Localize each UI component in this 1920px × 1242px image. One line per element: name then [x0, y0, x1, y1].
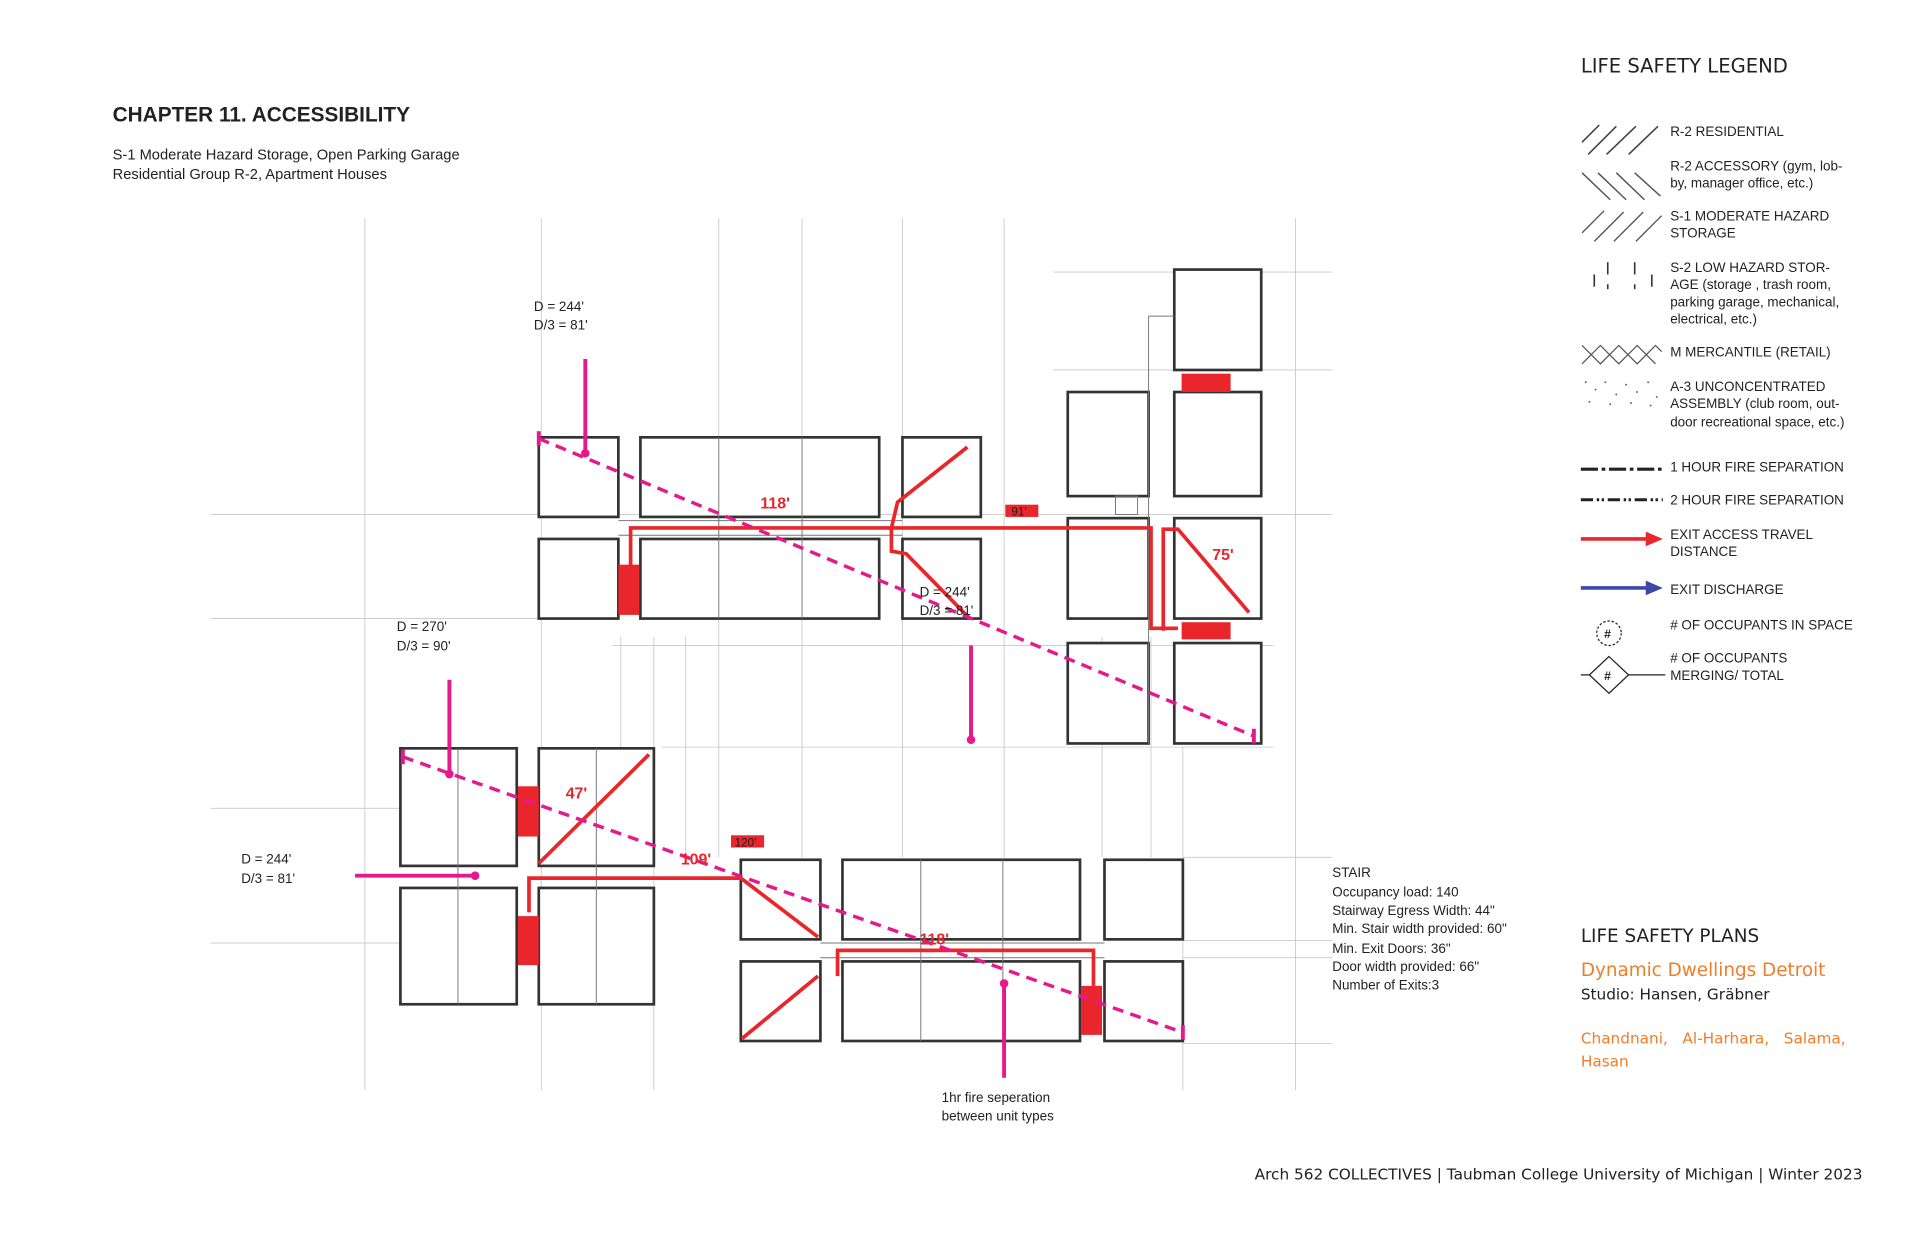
travel-label-118-top: 118' [760, 495, 789, 512]
svg-text:D/3 = 81': D/3 = 81' [241, 871, 295, 886]
page-title: CHAPTER 11. ACCESSIBILITY [113, 103, 410, 126]
authors-line-2: Hasan [1581, 1053, 1629, 1071]
svg-text:#: # [1604, 669, 1611, 683]
svg-text:D/3 = 90': D/3 = 90' [397, 638, 451, 653]
travel-label-109: 109' [681, 852, 711, 869]
svg-text:D = 270': D = 270' [397, 619, 447, 634]
subtitle-line-1: S-1 Moderate Hazard Storage, Open Parkin… [113, 147, 460, 163]
legend-item-occupants: # OF OCCUPANTS IN SPACE [1670, 618, 1853, 633]
legend-item-a3: A-3 UNCONCENTRATED [1670, 379, 1826, 394]
r2-accessory-hatch-icon [1581, 172, 1661, 201]
legend-item-1hr: 1 HOUR FIRE SEPARATION [1670, 460, 1844, 475]
svg-text:Number of Exits:3: Number of Exits:3 [1332, 978, 1439, 993]
exit-access-arrow-icon [1580, 531, 1663, 547]
building-rooms [399, 268, 1263, 1043]
svg-text:#: # [1604, 627, 1611, 641]
svg-text:DISTANCE: DISTANCE [1670, 544, 1737, 559]
stairs [517, 373, 1231, 1035]
travel-label-118-bottom: 118' [920, 931, 949, 948]
svg-text:ASSEMBLY (club room, out-: ASSEMBLY (club room, out- [1670, 396, 1839, 411]
svg-text:Door width provided: 66": Door width provided: 66" [1332, 959, 1479, 974]
tag-91: 91' [1011, 506, 1026, 519]
svg-text:door recreational space, etc.): door recreational space, etc.) [1670, 414, 1844, 429]
svg-text:D = 244': D = 244' [241, 851, 291, 866]
svg-text:STAIR: STAIR [1332, 865, 1371, 880]
svg-text:MERGING/ TOTAL: MERGING/ TOTAL [1670, 668, 1784, 683]
legend-item-exit-access: EXIT ACCESS TRAVEL [1670, 527, 1813, 542]
footer: Arch 562 COLLECTIVES | Taubman College U… [1255, 1165, 1863, 1183]
svg-text:D = 244': D = 244' [920, 585, 970, 600]
floor-plan: 118' 75' 47' 109' 118' 91' 120' D = 244'… [210, 218, 1333, 1124]
authors-line-1: Chandnani, Al-Harhara, Salama, [1581, 1029, 1846, 1047]
svg-text:between unit types: between unit types [942, 1109, 1054, 1124]
exit-discharge-arrow-icon [1580, 580, 1663, 596]
exit-access-paths [527, 445, 1251, 1040]
travel-label-75: 75' [1212, 547, 1233, 564]
legend-title: LIFE SAFETY LEGEND [1581, 54, 1788, 77]
legend-item-2hr: 2 HOUR FIRE SEPARATION [1670, 493, 1844, 508]
tag-120: 120' [735, 836, 757, 849]
plans-heading: LIFE SAFETY PLANS [1581, 926, 1759, 947]
s1-storage-hatch-icon [1581, 210, 1663, 242]
distance-note-2: D = 270' D/3 = 90' [397, 619, 451, 654]
svg-text:by, manager office, etc.): by, manager office, etc.) [1670, 176, 1813, 191]
svg-text:STORAGE: STORAGE [1670, 226, 1736, 241]
svg-text:Stairway Egress Width: 44": Stairway Egress Width: 44" [1332, 903, 1495, 918]
assembly-stipple-icon [1584, 381, 1658, 407]
svg-text:electrical, etc.): electrical, etc.) [1670, 311, 1757, 326]
distance-note-4: D = 244' D/3 = 81' [920, 585, 974, 618]
legend-item-exit-discharge: EXIT DISCHARGE [1670, 582, 1783, 597]
legend-item-r2: R-2 RESIDENTIAL [1670, 124, 1784, 139]
mercantile-crosshatch-icon [1581, 344, 1663, 365]
travel-label-47: 47' [566, 786, 587, 803]
subtitle-line-2: Residential Group R-2, Apartment Houses [113, 167, 387, 183]
project-info: LIFE SAFETY PLANS Dynamic Dwellings Detr… [1255, 926, 1863, 1184]
svg-text:Min. Exit Doors: 36": Min. Exit Doors: 36" [1332, 941, 1451, 956]
grid-lines [210, 218, 1333, 1090]
distance-markers [355, 358, 1009, 1078]
legend-item-s2: S-2 LOW HAZARD STOR- [1670, 260, 1830, 275]
diagonal-distance-lines [400, 431, 1256, 1040]
svg-text:parking garage, mechanical,: parking garage, mechanical, [1670, 294, 1839, 309]
svg-text:Min. Stair width provided: 60": Min. Stair width provided: 60" [1332, 921, 1507, 936]
project-name: Dynamic Dwellings Detroit [1581, 960, 1826, 981]
svg-text:AGE (storage , trash room,: AGE (storage , trash room, [1670, 277, 1831, 292]
studio: Studio: Hansen, Gräbner [1581, 985, 1770, 1003]
legend-item-r2-accessory: R-2 ACCESSORY (gym, lob- [1670, 158, 1842, 173]
legend-item-merging: # OF OCCUPANTS [1670, 651, 1787, 666]
svg-text:Occupancy load: 140: Occupancy load: 140 [1332, 885, 1458, 900]
s2-storage-hatch-icon [1593, 262, 1653, 290]
svg-text:D = 244': D = 244' [534, 299, 584, 314]
svg-text:D/3 = 81': D/3 = 81' [534, 318, 588, 333]
legend-item-m: M MERCANTILE (RETAIL) [1670, 345, 1830, 360]
distance-note-1: D = 244' D/3 = 81' [534, 299, 588, 332]
distance-note-3: D = 244' D/3 = 81' [241, 851, 295, 886]
occupants-circle-icon: # [1596, 620, 1622, 647]
life-safety-legend: LIFE SAFETY LEGEND # # [1580, 54, 1853, 695]
r2-residential-hatch-icon [1581, 124, 1659, 156]
occupants-merging-diamond-icon: # [1580, 655, 1666, 695]
legend-item-s1: S-1 MODERATE HAZARD [1670, 209, 1829, 224]
separation-note: 1hr fire seperation between unit types [942, 1090, 1054, 1123]
svg-text:1hr fire seperation: 1hr fire seperation [942, 1090, 1050, 1105]
svg-text:D/3 = 81': D/3 = 81' [920, 603, 974, 618]
stair-info: STAIR Occupancy load: 140 Stairway Egres… [1332, 865, 1507, 993]
